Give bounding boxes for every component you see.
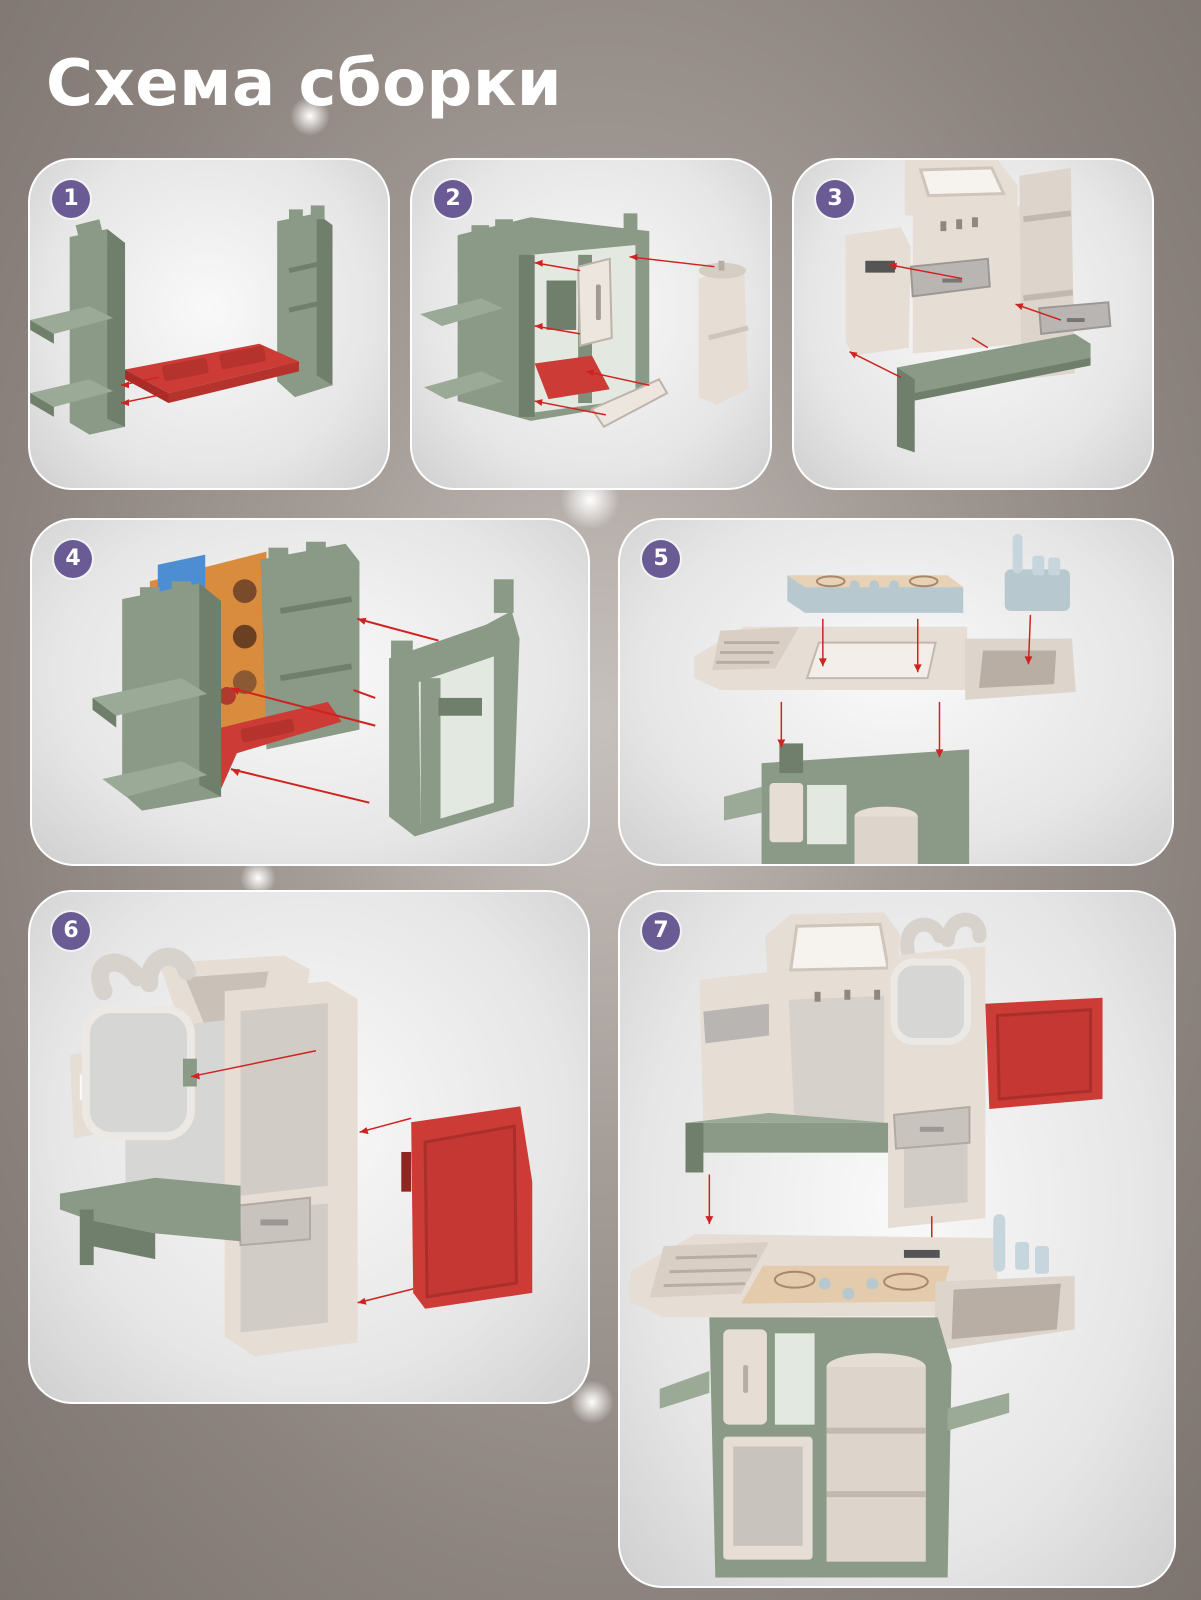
- step-number-badge: 1: [52, 180, 90, 218]
- assembly-step-3: 3: [792, 158, 1154, 490]
- step-4-illustration: [92, 541, 520, 837]
- step-3-illustration: [845, 160, 1112, 453]
- step-5-illustration: [694, 533, 1076, 864]
- step-6-illustration: [59, 947, 533, 1357]
- step-number-badge: 2: [434, 180, 472, 218]
- step-number-badge: 5: [642, 540, 680, 578]
- assembly-step-2: 2: [410, 158, 772, 490]
- sparkle: [290, 96, 330, 136]
- step-1-illustration: [30, 205, 333, 435]
- assembly-step-1: 1: [28, 158, 390, 490]
- step-7-illustration: [629, 912, 1103, 1578]
- assembly-step-4: 4: [30, 518, 590, 866]
- step-number-badge: 7: [642, 912, 680, 950]
- page-title: Схема сборки: [46, 47, 563, 121]
- assembly-step-7: 7: [618, 890, 1176, 1588]
- step-number-badge: 4: [54, 540, 92, 578]
- assembly-step-6: 6: [28, 890, 590, 1404]
- assembly-step-5: 5: [618, 518, 1174, 866]
- step-number-badge: 3: [816, 180, 854, 218]
- step-number-badge: 6: [52, 912, 90, 950]
- step-2-illustration: [420, 213, 749, 429]
